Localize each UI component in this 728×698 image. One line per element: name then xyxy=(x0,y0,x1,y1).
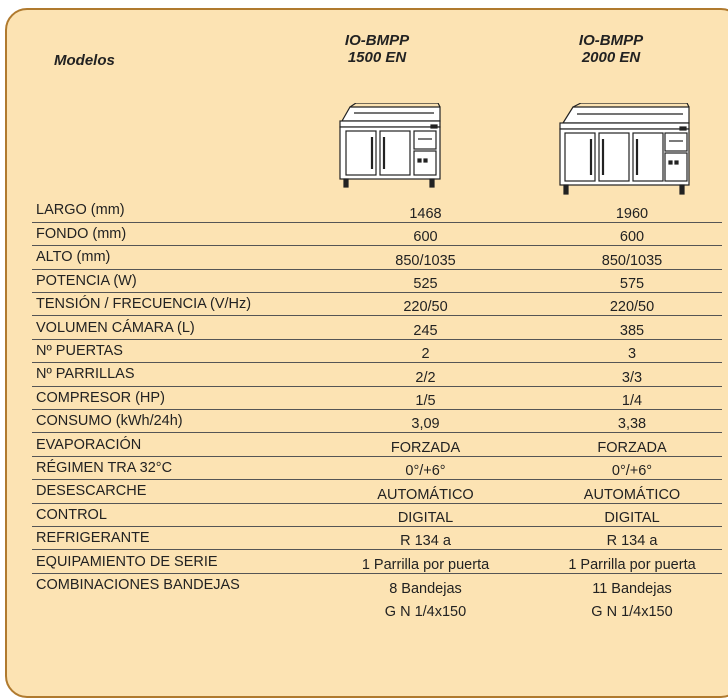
spec-label: Nº PARRILLAS xyxy=(32,362,309,387)
spec-label: ALTO (mm) xyxy=(32,245,309,270)
spec-label: RÉGIMEN TRA 32°C xyxy=(32,456,309,481)
spec-label: TENSIÓN / FRECUENCIA (V/Hz) xyxy=(32,292,309,317)
table-row: G N 1/4x150 G N 1/4x150 xyxy=(32,597,722,620)
value-model-1: R 134 a xyxy=(309,526,542,551)
model-2-size: 2000 EN xyxy=(581,49,641,66)
model-1-size: 1500 EN xyxy=(347,49,407,66)
spec-label: VOLUMEN CÁMARA (L) xyxy=(32,315,309,340)
model-1-heading: IO-BMPP 1500 EN xyxy=(287,32,467,66)
value-model-2: AUTOMÁTICO xyxy=(542,479,722,504)
value-model-2: R 134 a xyxy=(542,526,722,551)
value-model-2: 220/50 xyxy=(542,292,722,317)
value-model-2: 3 xyxy=(542,339,722,364)
value-model-1: FORZADA xyxy=(309,432,542,457)
value-model-2: 850/1035 xyxy=(542,245,722,270)
spec-label: POTENCIA (W) xyxy=(32,269,309,294)
spec-label: CONTROL xyxy=(32,503,309,527)
model-1-name: IO-BMPP xyxy=(344,32,410,49)
value-model-1: 8 Bandejas xyxy=(389,580,462,597)
value-model-2: FORZADA xyxy=(542,432,722,457)
value-model-1: AUTOMÁTICO xyxy=(309,479,542,504)
value-model-1: 3,09 xyxy=(309,409,542,434)
spec-label: Nº PUERTAS xyxy=(32,339,309,364)
spec-label: DESESCARCHE xyxy=(32,479,309,504)
value-model-2: 575 xyxy=(542,269,722,294)
spec-label: EVAPORACIÓN xyxy=(32,432,309,457)
value-model-2: DIGITAL xyxy=(542,503,722,527)
value-model-2: 3,38 xyxy=(542,409,722,434)
value-model-1: 245 xyxy=(309,315,542,340)
value-model-1: 1 Parrilla por puerta xyxy=(309,549,542,574)
spec-label: CONSUMO (kWh/24h) xyxy=(32,409,309,434)
model-2-heading: IO-BMPP 2000 EN xyxy=(521,32,701,66)
value-model-2: 600 xyxy=(542,222,722,247)
spec-label: LARGO (mm) xyxy=(32,199,309,223)
value-model-2: 0°/+6° xyxy=(542,456,722,481)
value-model-2: 1/4 xyxy=(542,386,722,411)
spec-label: REFRIGERANTE xyxy=(32,526,309,551)
product-image-1500 xyxy=(334,102,444,196)
product-image-2000 xyxy=(555,102,695,203)
spec-label: EQUIPAMIENTO DE SERIE xyxy=(32,549,309,574)
value-model-1: 1468 xyxy=(309,199,542,223)
table-row: COMBINACIONES BANDEJAS 8 Bandejas 11 Bande… xyxy=(32,573,722,596)
spec-label: FONDO (mm) xyxy=(32,222,309,247)
spec-label: COMBINACIONES BANDEJAS xyxy=(36,577,240,594)
value-model-2: 3/3 xyxy=(542,362,722,387)
value-model-2: 1960 xyxy=(542,199,722,223)
value-model-1: 1/5 xyxy=(309,386,542,411)
value-model-1: G N 1/4x150 xyxy=(384,604,467,621)
value-model-1: DIGITAL xyxy=(309,503,542,527)
value-model-1: 525 xyxy=(309,269,542,294)
value-model-2: 1 Parrilla por puerta xyxy=(542,549,722,574)
value-model-1: 600 xyxy=(309,222,542,247)
value-model-1: 0°/+6° xyxy=(309,456,542,481)
spec-label: COMPRESOR (HP) xyxy=(32,386,309,411)
value-model-1: 850/1035 xyxy=(309,245,542,270)
model-2-name: IO-BMPP xyxy=(578,32,644,49)
value-model-2: 385 xyxy=(542,315,722,340)
models-label: Modelos xyxy=(54,52,115,69)
value-model-1: 220/50 xyxy=(309,292,542,317)
spec-label xyxy=(32,597,309,620)
value-model-2: G N 1/4x150 xyxy=(591,604,673,621)
value-model-1: 2/2 xyxy=(309,362,542,387)
value-model-1: 2 xyxy=(309,339,542,364)
spec-card: Modelos IO-BMPP 1500 EN IO-BMPP 2000 EN xyxy=(5,8,728,698)
value-model-2: 11 Bandejas xyxy=(592,580,672,597)
